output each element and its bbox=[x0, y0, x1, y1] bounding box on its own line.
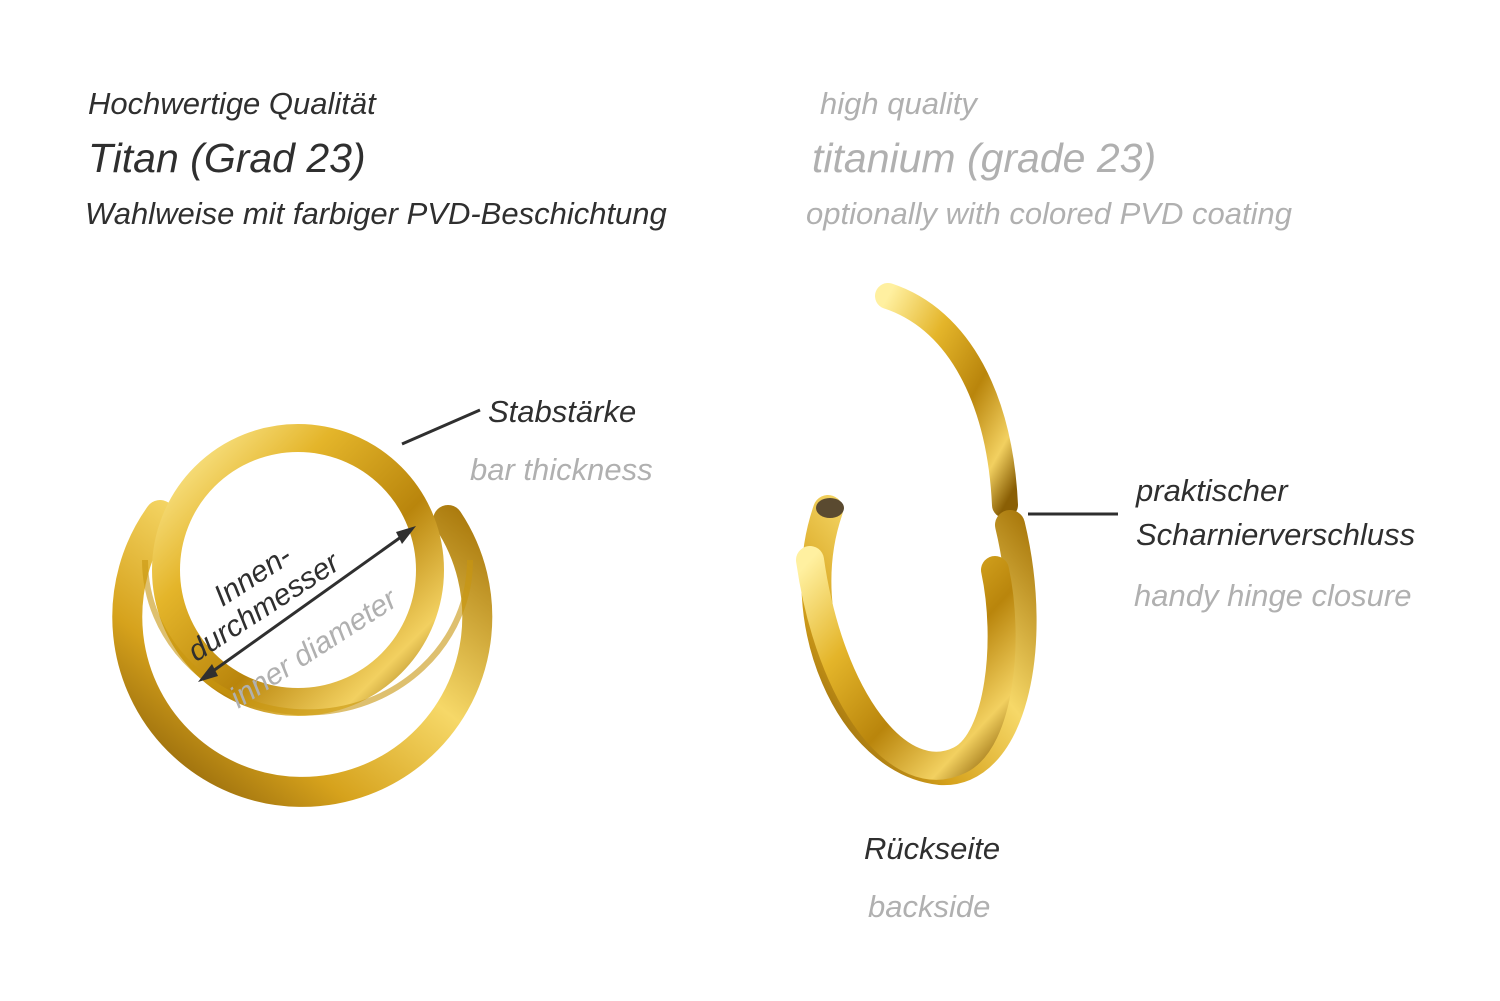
hinged-ring-open bbox=[796, 283, 1037, 786]
inner-diameter-arrow bbox=[198, 526, 416, 682]
quality-de: Hochwertige Qualität bbox=[88, 86, 376, 121]
hinge-en: handy hinge closure bbox=[1134, 578, 1412, 613]
coating-de: Wahlweise mit farbiger PVD-Beschichtung bbox=[85, 196, 667, 231]
segment-ring-front bbox=[112, 424, 493, 807]
hinge-de-2: Scharnierverschluss bbox=[1136, 517, 1416, 552]
backside-de: Rückseite bbox=[864, 831, 1001, 866]
material-de: Titan (Grad 23) bbox=[88, 135, 366, 181]
backside-en: backside bbox=[868, 889, 991, 924]
material-en: titanium (grade 23) bbox=[812, 135, 1157, 181]
bar-thickness-pointer bbox=[401, 408, 481, 446]
quality-en: high quality bbox=[820, 86, 977, 121]
coating-en: optionally with colored PVD coating bbox=[806, 196, 1292, 231]
bar-thickness-de: Stabstärke bbox=[488, 394, 637, 429]
bar-thickness-en: bar thickness bbox=[470, 452, 653, 487]
hinge-de-1: praktischer bbox=[1136, 473, 1288, 508]
